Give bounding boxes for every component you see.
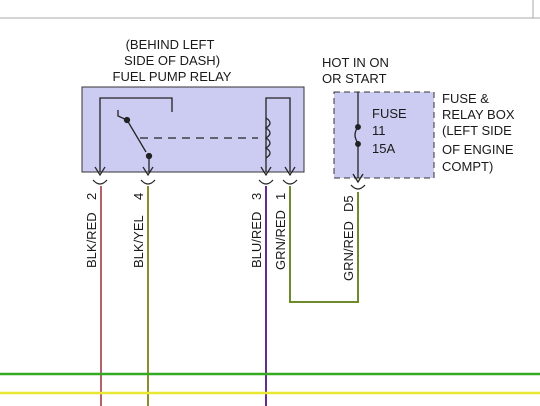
pin-cup-4 (140, 179, 156, 185)
fuse-box-line3: (LEFT SIDE (442, 123, 512, 138)
fuse-box-line2: RELAY BOX (442, 107, 515, 122)
pin-arrow-1 (284, 166, 296, 177)
wires (100, 186, 359, 406)
relay-coil-frame (265, 97, 291, 172)
fuse-pin-arrow (352, 173, 364, 184)
fuse-pin-cup (350, 184, 366, 190)
relay-switch (99, 97, 291, 172)
wire-label-grn-red-1: GRN/RED (273, 210, 288, 270)
pin-number-4: 4 (131, 193, 146, 200)
relay-switch-arm (126, 119, 147, 153)
fuse-box-line4: OF ENGINE (442, 142, 514, 157)
pin-number-2: 2 (84, 193, 99, 200)
pin-arrow-3 (260, 166, 272, 177)
pin-number-1: 1 (273, 193, 288, 200)
wire-label-blk-red: BLK/RED (84, 212, 99, 268)
fuse-pin-d5: D5 (341, 195, 356, 212)
relay-pin2-link (117, 110, 128, 121)
wire-grn-red-loop (289, 186, 359, 303)
fuse-number: 11 (372, 123, 386, 138)
relay-location-line2: SIDE OF DASH) (124, 53, 220, 68)
wire-label-grn-red-2: GRN/RED (341, 221, 356, 281)
relay-box (81, 86, 305, 173)
pin-cup-2 (92, 179, 108, 185)
fuse-rating: 15A (372, 141, 395, 156)
relay-name: FUEL PUMP RELAY (113, 69, 232, 84)
fuse-box (333, 91, 435, 179)
pin-cup-3 (258, 179, 274, 185)
fuse-power-line2: OR START (322, 71, 387, 86)
relay-connectors (92, 166, 298, 185)
relay-location-line1: (BEHIND LEFT (126, 37, 215, 52)
pin-number-3: 3 (249, 193, 264, 200)
fuse-box-line5: COMPT) (442, 159, 493, 174)
fuse-power-line1: HOT IN ON (322, 55, 389, 70)
relay-coil (264, 117, 271, 159)
pin-arrow-4 (142, 166, 154, 177)
relay-switch-feed (99, 97, 173, 172)
fuse-box-line1: FUSE & (442, 91, 489, 106)
pin-arrow-2 (94, 166, 106, 177)
pin-cup-1 (282, 179, 298, 185)
fuse-symbol (350, 92, 366, 190)
wire-label-blu-red: BLU/RED (249, 212, 264, 268)
fuse-label: FUSE (372, 106, 407, 121)
wire-label-blk-yel: BLK/YEL (131, 215, 146, 268)
